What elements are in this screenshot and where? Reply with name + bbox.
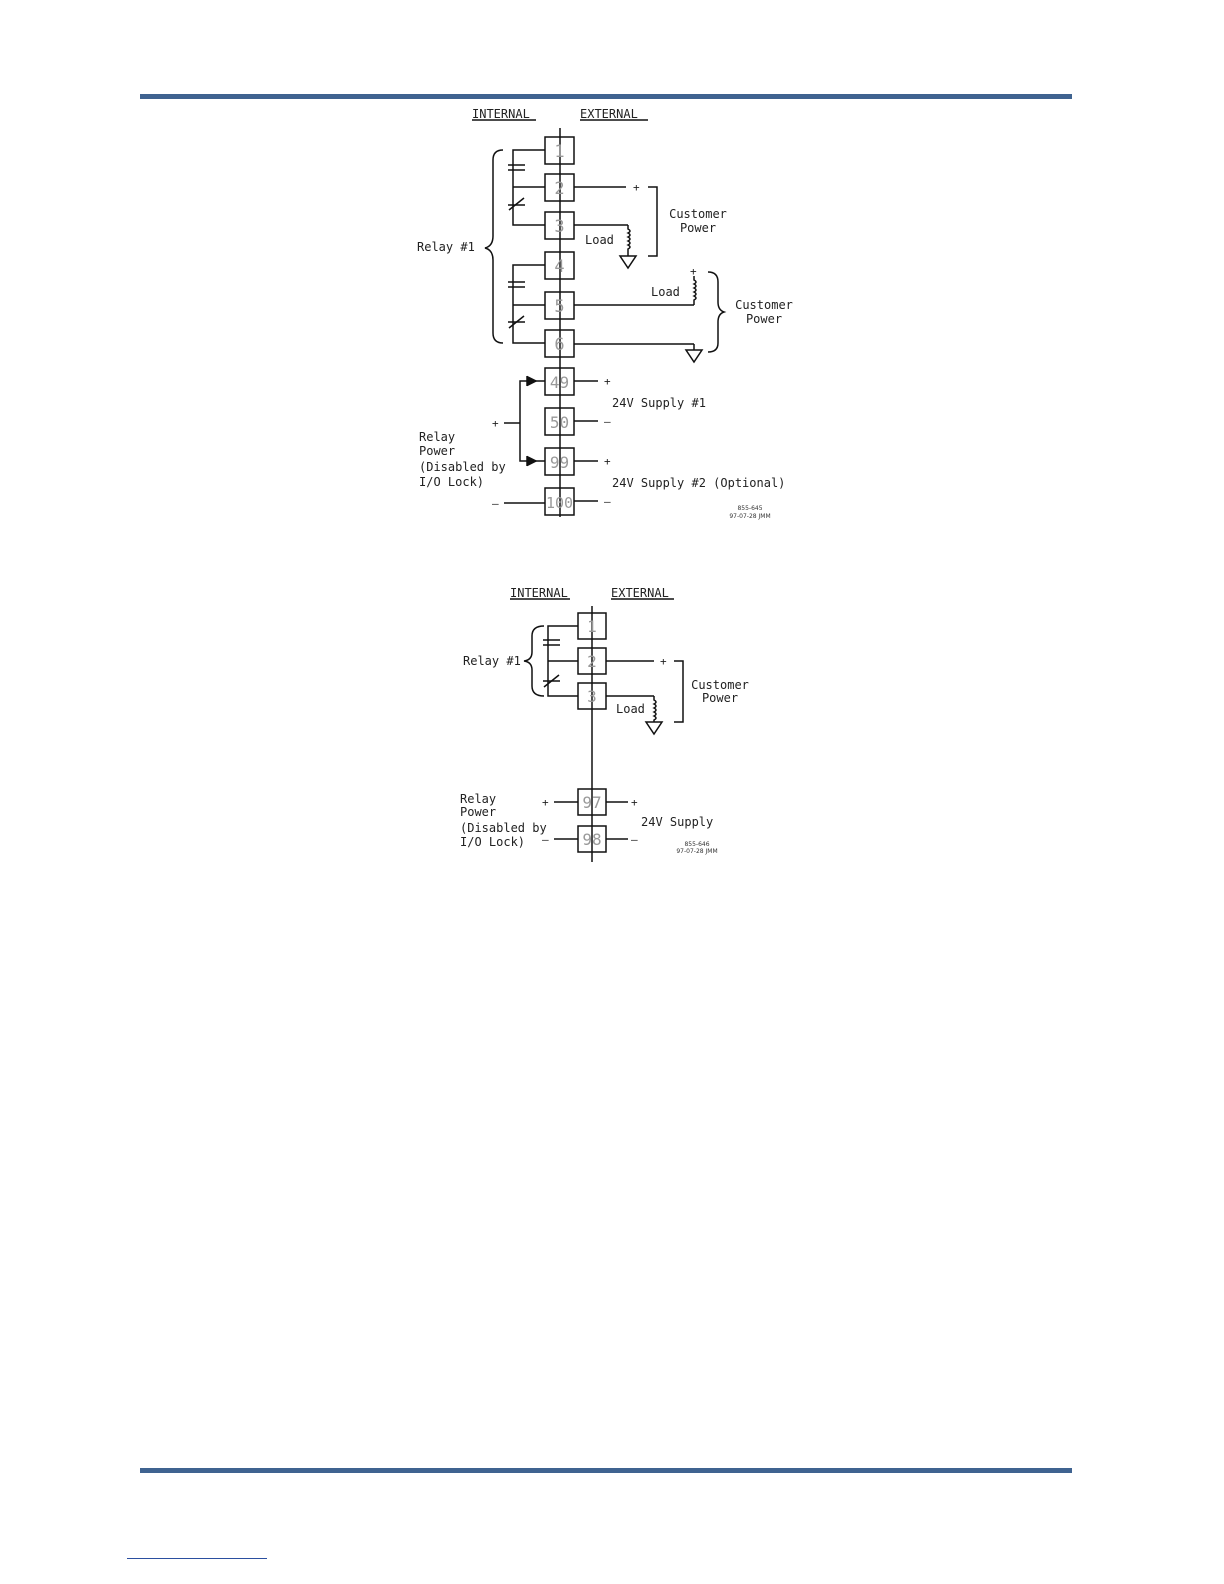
- terminal-label: 3: [554, 217, 564, 237]
- load-label: Load: [651, 285, 680, 299]
- plus-sign: +: [660, 655, 667, 668]
- relay-power-label: (Disabled by: [460, 821, 547, 835]
- diagram-1-labels: INTERNAL EXTERNAL 1 2 3 4 5 6 49 50 99 1…: [417, 107, 793, 520]
- minus-sign: –: [542, 833, 549, 846]
- supply-label: 24V Supply: [641, 815, 713, 829]
- load-label: Load: [585, 233, 614, 247]
- header-internal-2: INTERNAL: [510, 586, 568, 600]
- relay-power-label: (Disabled by: [419, 460, 506, 474]
- diagram-1-wiring: [472, 119, 727, 517]
- diagram-2-wiring: [510, 598, 684, 862]
- terminal-label: 2: [587, 652, 597, 671]
- drawing-number: 855-645: [737, 505, 762, 512]
- drawing-date: 97-07-28 JMM: [729, 513, 770, 520]
- footer-link-underline: [127, 1558, 267, 1559]
- terminal-label: 49: [550, 373, 569, 392]
- plus-sign: +: [542, 796, 549, 809]
- minus-sign: –: [604, 495, 611, 508]
- supply-2-label: 24V Supply #2 (Optional): [612, 476, 785, 490]
- minus-sign: –: [604, 415, 611, 428]
- terminal-label: 2: [554, 179, 564, 199]
- customer-power-label: Power: [702, 691, 738, 705]
- header-internal-1: INTERNAL: [472, 107, 530, 121]
- drawing-date: 97-07-28 JMM: [676, 848, 717, 855]
- relay-power-label: I/O Lock): [460, 835, 525, 849]
- terminal-label: 100: [546, 494, 573, 512]
- relay-power-label: I/O Lock): [419, 475, 484, 489]
- plus-sign: +: [604, 455, 611, 468]
- terminal-label: 97: [582, 793, 601, 812]
- customer-power-label: Power: [680, 221, 716, 235]
- terminal-label: 3: [587, 687, 597, 706]
- relay-label: Relay #1: [463, 654, 521, 668]
- plus-sign: +: [492, 417, 499, 430]
- customer-power-label: Customer: [735, 298, 793, 312]
- load-label: Load: [616, 702, 645, 716]
- relay-power-label: Power: [419, 444, 455, 458]
- supply-1-label: 24V Supply #1: [612, 396, 706, 410]
- relay-label: Relay #1: [417, 240, 475, 254]
- top-rule: [140, 94, 1072, 99]
- terminal-label: 4: [554, 257, 564, 277]
- minus-sign: –: [492, 497, 499, 510]
- terminal-label: 1: [587, 617, 597, 636]
- header-external-2: EXTERNAL: [611, 586, 669, 600]
- plus-sign: +: [633, 181, 640, 194]
- terminal-label: 1: [554, 142, 564, 162]
- terminal-label: 98: [582, 830, 601, 849]
- terminal-label: 6: [554, 335, 564, 355]
- plus-sign: +: [631, 796, 638, 809]
- customer-power-label: Customer: [691, 678, 749, 692]
- minus-sign: –: [631, 833, 638, 846]
- customer-power-label: Power: [746, 312, 782, 326]
- relay-power-label: Power: [460, 805, 496, 819]
- header-external-1: EXTERNAL: [580, 107, 638, 121]
- bottom-rule: [140, 1468, 1072, 1473]
- terminal-label: 50: [550, 413, 569, 432]
- plus-sign: +: [690, 265, 697, 278]
- terminal-label: 5: [554, 297, 564, 317]
- relay-power-label: Relay: [460, 792, 496, 806]
- diagram-2-labels: INTERNAL EXTERNAL 1 2 3 97 98 Relay #1 L…: [460, 586, 749, 855]
- drawing-number: 855-646: [684, 841, 709, 848]
- plus-sign: +: [604, 375, 611, 388]
- terminal-label: 99: [550, 453, 569, 472]
- customer-power-label: Customer: [669, 207, 727, 221]
- relay-power-label: Relay: [419, 430, 455, 444]
